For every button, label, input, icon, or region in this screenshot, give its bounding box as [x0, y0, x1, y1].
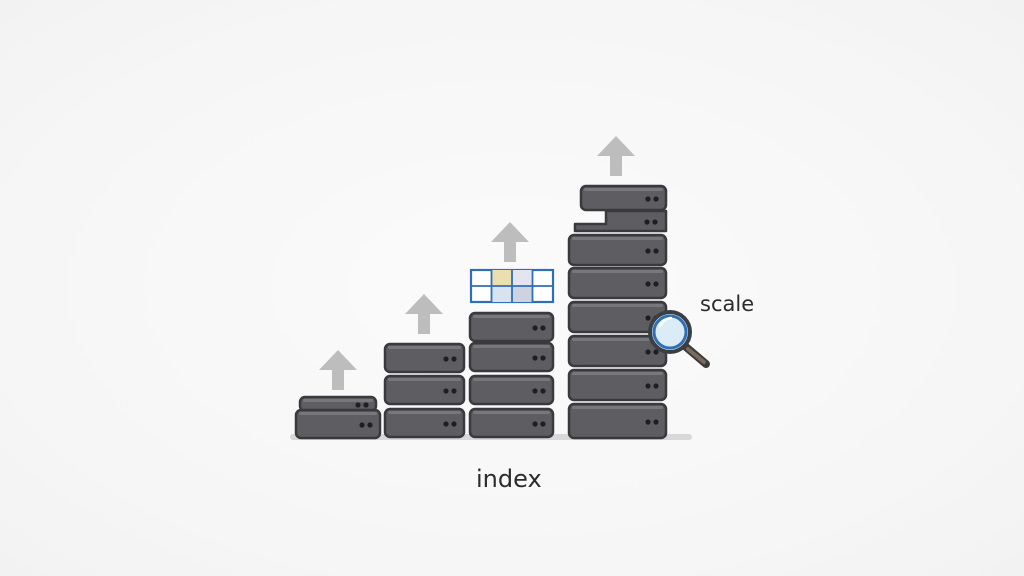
server-highlight — [299, 412, 377, 415]
server-led — [645, 349, 651, 355]
server-icon — [567, 368, 668, 402]
server-led — [540, 388, 546, 394]
server-body — [567, 266, 668, 300]
server-led — [359, 422, 365, 428]
up-arrow-icon — [319, 350, 357, 390]
server-body — [567, 233, 668, 267]
server-icon — [468, 374, 555, 406]
up-arrow-icon — [405, 294, 443, 334]
server-highlight — [388, 411, 461, 414]
scale-label: scale — [700, 292, 755, 316]
index-label: index — [476, 465, 542, 493]
server-led — [540, 355, 546, 361]
server-led — [645, 383, 651, 389]
server-led — [653, 349, 659, 355]
server-icon — [468, 341, 555, 373]
grid-cell-shade — [512, 286, 533, 302]
tray-body — [573, 209, 668, 233]
server-icon — [468, 407, 555, 439]
server-led — [645, 248, 651, 254]
server-highlight — [473, 378, 550, 381]
server-led — [540, 421, 546, 427]
server-icon — [567, 266, 668, 300]
grid-cell-highlight — [491, 270, 512, 286]
server-body — [567, 368, 668, 402]
up-arrow-icon — [491, 222, 529, 262]
server-highlight — [303, 399, 373, 402]
server-led — [645, 196, 651, 202]
server-led — [367, 422, 373, 428]
index-grid-icon — [469, 268, 555, 304]
server-led — [443, 388, 449, 394]
server-highlight — [473, 345, 550, 348]
server-led — [443, 421, 449, 427]
server-body — [383, 407, 466, 439]
server-highlight — [572, 338, 663, 341]
server-led — [540, 325, 546, 331]
server-highlight — [572, 237, 663, 240]
server-led — [451, 421, 457, 427]
server-body — [567, 402, 668, 440]
grid-cell-shade — [512, 270, 533, 286]
server-led — [532, 421, 538, 427]
server-icon — [567, 402, 668, 440]
server-highlight — [572, 270, 663, 273]
server-highlight — [584, 188, 663, 191]
server-body — [468, 311, 555, 343]
server-icon — [383, 407, 466, 439]
server-led — [532, 325, 538, 331]
server-icon — [579, 184, 668, 212]
server-led — [532, 355, 538, 361]
server-body — [468, 407, 555, 439]
server-icon — [567, 233, 668, 267]
server-highlight — [473, 411, 550, 414]
server-highlight — [388, 346, 461, 349]
server-body — [383, 374, 466, 406]
server-body — [383, 342, 466, 374]
server-led — [652, 219, 658, 225]
server-led — [653, 248, 659, 254]
server-highlight — [388, 378, 461, 381]
server-led — [363, 402, 369, 408]
server-led — [645, 315, 651, 321]
magnifier-icon — [648, 310, 710, 368]
server-led — [532, 388, 538, 394]
magnifier-glass — [648, 310, 692, 354]
server-led — [653, 196, 659, 202]
server-tray — [573, 209, 668, 233]
server-led — [443, 356, 449, 362]
server-body — [468, 374, 555, 406]
magnifier-handle-inner — [686, 347, 706, 364]
server-led — [653, 383, 659, 389]
magnifier-rim — [652, 314, 688, 350]
server-icon — [383, 342, 466, 374]
server-highlight — [473, 315, 550, 318]
server-icon — [294, 408, 382, 440]
magnifier-glint — [658, 316, 673, 328]
server-highlight — [572, 304, 663, 307]
server-led — [645, 419, 651, 425]
server-body — [294, 408, 382, 440]
server-body — [468, 341, 555, 373]
up-arrow-icon — [597, 136, 635, 176]
server-led — [451, 388, 457, 394]
server-highlight — [572, 406, 663, 409]
server-led — [645, 281, 651, 287]
server-led — [355, 402, 361, 408]
server-led — [451, 356, 457, 362]
grid-cell-shade — [491, 286, 512, 302]
server-icon — [468, 311, 555, 343]
server-led — [644, 219, 650, 225]
server-led — [653, 281, 659, 287]
server-icon — [383, 374, 466, 406]
server-led — [653, 419, 659, 425]
server-highlight — [572, 372, 663, 375]
